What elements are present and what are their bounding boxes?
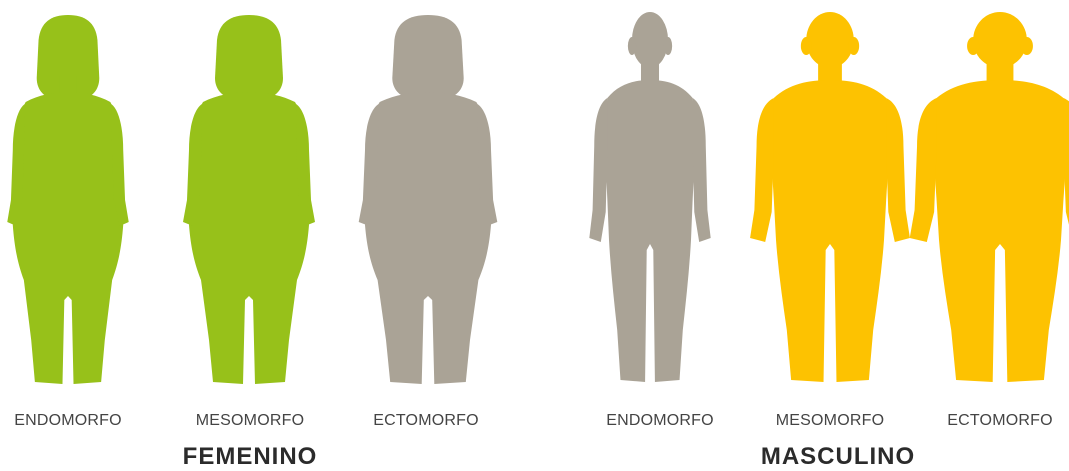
male-mesomorfo-label: MESOMORFO [750,412,910,430]
female-ectomorfo-silhouette-icon [359,15,498,384]
male-ectomorfo-label: ECTOMORFO [920,412,1069,430]
female-mesomorfo-silhouette-icon [183,15,315,384]
female-ectomorfo-label: ECTOMORFO [346,412,506,430]
male-group-title: MASCULINO [718,443,958,471]
female-mesomorfo-label: MESOMORFO [170,412,330,430]
male-endomorfo-label: ENDOMORFO [580,412,740,430]
female-group-title: FEMENINO [130,443,370,471]
male-mesomorfo-silhouette-icon [750,12,910,382]
female-endomorfo-label: ENDOMORFO [0,412,148,430]
male-ectomorfo-silhouette-icon [910,12,1069,382]
female-endomorfo-silhouette-icon [7,15,128,384]
male-endomorfo-silhouette-icon [589,12,710,382]
